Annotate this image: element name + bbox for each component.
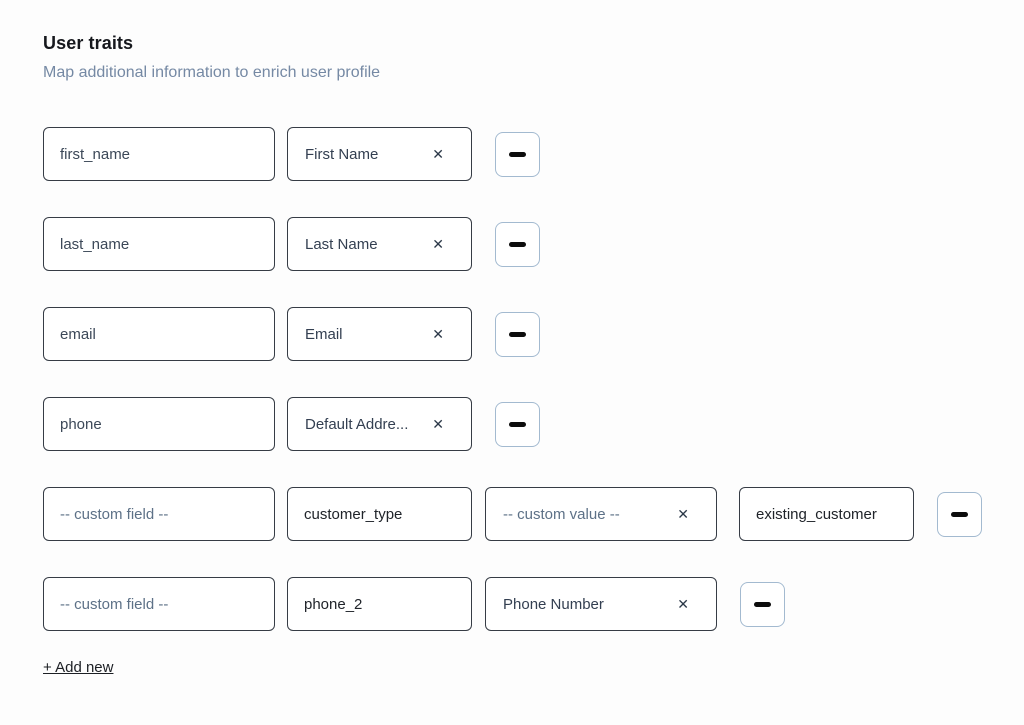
trait-mapping-list: First Name ✕ Last Name ✕ Email ✕ — [43, 127, 1024, 631]
custom-trait-row: Phone Number ✕ — [43, 577, 1024, 631]
custom-value-input[interactable] — [739, 487, 914, 541]
add-new-link[interactable]: + Add new — [43, 659, 114, 676]
minus-icon — [509, 151, 526, 157]
clear-icon[interactable]: ✕ — [432, 326, 444, 342]
clear-icon[interactable]: ✕ — [432, 416, 444, 432]
remove-row-button[interactable] — [495, 311, 540, 357]
trait-mapping-row: Last Name ✕ — [43, 217, 1024, 271]
trait-select[interactable]: First Name ✕ — [287, 127, 472, 181]
trait-select[interactable]: Email ✕ — [287, 307, 472, 361]
clear-icon[interactable]: ✕ — [432, 236, 444, 252]
clear-icon[interactable]: ✕ — [677, 506, 689, 522]
minus-icon — [951, 511, 968, 517]
custom-value-select-value: -- custom value -- — [503, 505, 620, 523]
trait-select-value: First Name — [305, 145, 379, 163]
custom-trait-row: -- custom value -- ✕ — [43, 487, 1024, 541]
clear-icon[interactable]: ✕ — [432, 146, 444, 162]
custom-value-select-value: Phone Number — [503, 595, 604, 613]
field-key-input[interactable] — [43, 217, 275, 271]
trait-select-value: Last Name — [305, 235, 378, 253]
custom-key-input[interactable] — [287, 487, 472, 541]
trait-mapping-row: First Name ✕ — [43, 127, 1024, 181]
custom-field-select[interactable] — [43, 577, 275, 631]
remove-row-button[interactable] — [740, 581, 785, 627]
minus-icon — [754, 601, 771, 607]
minus-icon — [509, 421, 526, 427]
minus-icon — [509, 241, 526, 247]
remove-row-button[interactable] — [495, 401, 540, 447]
clear-icon[interactable]: ✕ — [677, 596, 689, 612]
custom-key-input[interactable] — [287, 577, 472, 631]
custom-value-select[interactable]: Phone Number ✕ — [485, 577, 717, 631]
trait-select[interactable]: Default Addre... ✕ — [287, 397, 472, 451]
remove-row-button[interactable] — [495, 221, 540, 267]
trait-mapping-row: Email ✕ — [43, 307, 1024, 361]
trait-select-value: Default Addre... — [305, 415, 409, 433]
field-key-input[interactable] — [43, 127, 275, 181]
trait-mapping-row: Default Addre... ✕ — [43, 397, 1024, 451]
minus-icon — [509, 331, 526, 337]
section-title: User traits — [43, 33, 134, 53]
trait-select[interactable]: Last Name ✕ — [287, 217, 472, 271]
section-subtitle: Map additional information to enrich use… — [43, 64, 381, 81]
custom-field-select[interactable] — [43, 487, 275, 541]
field-key-input[interactable] — [43, 307, 275, 361]
field-key-input[interactable] — [43, 397, 275, 451]
trait-select-value: Email — [305, 325, 343, 343]
remove-row-button[interactable] — [937, 491, 982, 537]
remove-row-button[interactable] — [495, 131, 540, 177]
user-traits-section: User traits Map additional information t… — [43, 33, 1024, 676]
custom-value-select[interactable]: -- custom value -- ✕ — [485, 487, 717, 541]
